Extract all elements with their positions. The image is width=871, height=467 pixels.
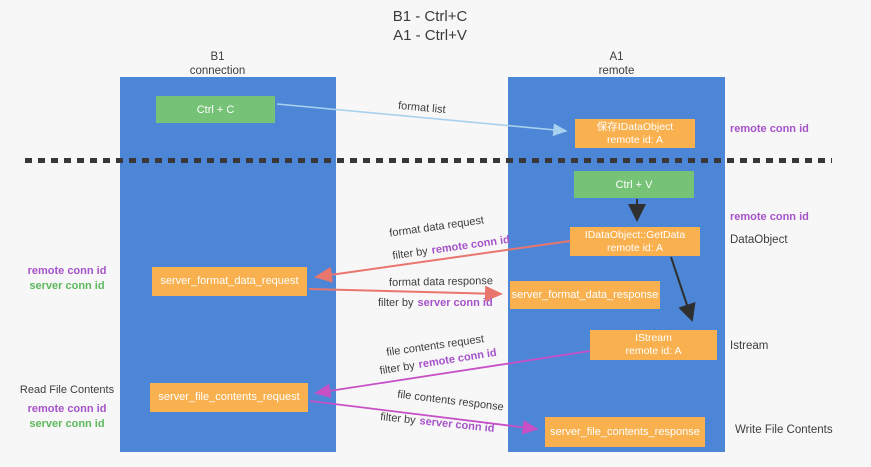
ctrl-v-label: Ctrl + V bbox=[615, 178, 653, 191]
getdata-box: IDataObject::GetData remote id: A bbox=[570, 227, 700, 256]
format-data-request-arrow bbox=[314, 240, 571, 283]
column-b1-name: B1 bbox=[210, 51, 225, 63]
getdata-line1: IDataObject::GetData bbox=[584, 228, 686, 241]
dataobject-annotation: DataObject bbox=[730, 234, 788, 246]
file-contents-response-arrow bbox=[309, 400, 539, 435]
remote-conn-id-annotation-mid: remote conn id bbox=[730, 211, 809, 223]
server-format-data-response-box: server_format_data_response bbox=[510, 281, 660, 309]
filter-by-text: filter by bbox=[378, 297, 414, 309]
read-file-contents-annotation: Read File Contents bbox=[19, 384, 115, 396]
getdata-to-istream-arrow bbox=[670, 256, 696, 322]
column-header-b1: B1 connection bbox=[120, 50, 315, 78]
istream-annotation: Istream bbox=[730, 340, 769, 352]
server-conn-id-text: server conn id bbox=[417, 297, 493, 309]
ctrl-v-action-box: Ctrl + V bbox=[574, 171, 694, 198]
server-format-data-response-label: server_format_data_response bbox=[511, 288, 659, 301]
server-file-contents-response-box: server_file_contents_response bbox=[545, 417, 705, 447]
write-file-contents-annotation: Write File Contents bbox=[735, 424, 833, 436]
server-format-data-request-label: server_format_data_request bbox=[160, 275, 299, 287]
save-dataobject-line2: remote id: A bbox=[606, 133, 664, 146]
getdata-line2: remote id: A bbox=[606, 241, 664, 254]
column-a1-name: A1 bbox=[609, 51, 624, 63]
column-header-a1: A1 remote bbox=[508, 50, 725, 78]
format-data-response-label: format data response bbox=[388, 275, 494, 289]
server-conn-id-annotation-left-top: server conn id bbox=[29, 280, 105, 292]
left-conn-id-group-top: remote conn id server conn id bbox=[8, 264, 126, 294]
session-separator-dashed-line bbox=[25, 158, 832, 163]
istream-box: IStream remote id: A bbox=[590, 330, 717, 360]
server-format-data-request-box: server_format_data_request bbox=[152, 267, 307, 296]
remote-conn-id-annotation-left-top: remote conn id bbox=[27, 265, 107, 277]
server-conn-id-annotation-left-bottom: server conn id bbox=[29, 418, 105, 430]
left-conn-id-group-bottom: Read File Contents remote conn id server… bbox=[8, 383, 126, 432]
title-line-2: A1 - Ctrl+V bbox=[393, 27, 467, 44]
title-line-1: B1 - Ctrl+C bbox=[392, 8, 468, 25]
remote-conn-id-annotation-top: remote conn id bbox=[730, 123, 809, 135]
ctrl-c-action-box: Ctrl + C bbox=[156, 96, 275, 123]
ctrl-c-label: Ctrl + C bbox=[196, 103, 235, 116]
column-a1-role: remote bbox=[598, 65, 635, 77]
save-dataobject-box: 保存IDataObject remote id: A bbox=[575, 119, 695, 148]
server-file-contents-response-label: server_file_contents_response bbox=[550, 425, 700, 438]
server-file-contents-request-box: server_file_contents_request bbox=[150, 383, 308, 412]
file-contents-request-arrow bbox=[314, 350, 591, 398]
format-data-response-arrow bbox=[308, 285, 503, 302]
save-dataobject-line1: 保存IDataObject bbox=[596, 120, 674, 133]
server-file-contents-request-label: server_file_contents_request bbox=[158, 391, 300, 403]
istream-line2: remote id: A bbox=[625, 345, 682, 357]
istream-line1: IStream bbox=[635, 332, 672, 344]
diagram-title: B1 - Ctrl+C A1 - Ctrl+V bbox=[305, 7, 555, 45]
column-b1-role: connection bbox=[189, 65, 246, 77]
remote-conn-id-annotation-left-bottom: remote conn id bbox=[27, 403, 107, 415]
format-list-arrow bbox=[276, 103, 568, 137]
